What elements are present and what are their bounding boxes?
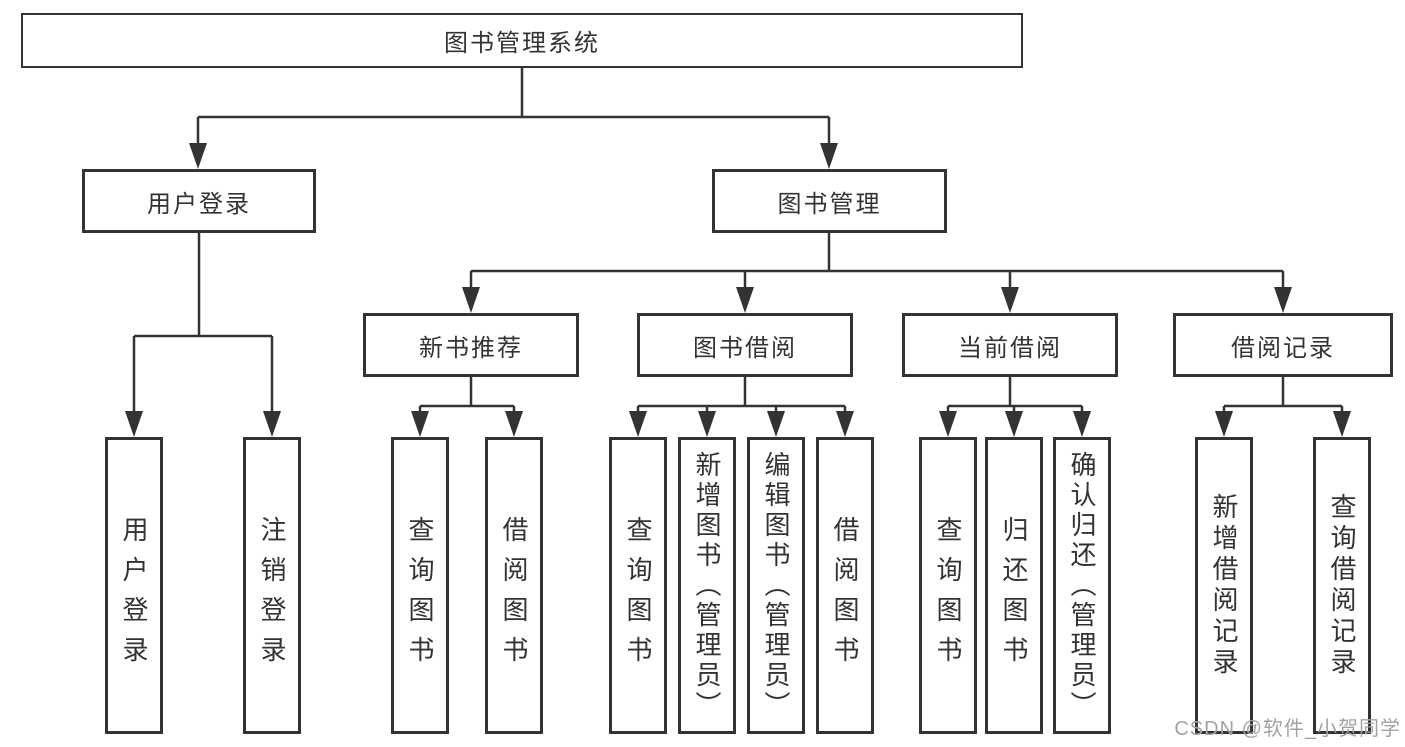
node-label: 借阅图书 bbox=[830, 515, 860, 676]
node-label: 归还图书 bbox=[999, 515, 1029, 676]
leaf-query-borrow-record: 查询借阅记录 bbox=[1313, 437, 1371, 734]
leaf-query-books-recommend: 查询图书 bbox=[391, 437, 449, 734]
leaf-user-login: 用户登录 bbox=[105, 437, 163, 734]
arrowheads bbox=[125, 143, 1351, 437]
node-label: 查询图书 bbox=[623, 515, 653, 676]
node-label: 查询图书 bbox=[933, 515, 963, 676]
node-label: 新增图书（管理员） bbox=[692, 450, 722, 721]
node-label: 编辑图书（管理员） bbox=[761, 450, 791, 721]
leaf-borrow-books-recommend: 借阅图书 bbox=[485, 437, 543, 734]
node-label: 借阅记录 bbox=[1231, 334, 1335, 362]
csdn-watermark: CSDN @软件_小贺同学 bbox=[1174, 718, 1401, 740]
node-label: 图书管理系统 bbox=[444, 30, 600, 57]
node-label: 确认归还（管理员） bbox=[1067, 450, 1097, 721]
node-user-login: 用户登录 bbox=[82, 169, 316, 233]
node-book-borrowing: 图书借阅 bbox=[637, 313, 853, 377]
leaf-add-book-admin: 新增图书（管理员） bbox=[678, 437, 736, 734]
node-current-borrowing: 当前借阅 bbox=[902, 313, 1118, 377]
node-library-management-system: 图书管理系统 bbox=[21, 13, 1023, 68]
node-label: 用户登录 bbox=[119, 515, 149, 676]
node-new-book-recommendation: 新书推荐 bbox=[363, 313, 579, 377]
leaf-confirm-return-admin: 确认归还（管理员） bbox=[1053, 437, 1111, 734]
node-book-management: 图书管理 bbox=[712, 169, 947, 233]
leaf-logout: 注销登录 bbox=[243, 437, 301, 734]
node-borrowing-records: 借阅记录 bbox=[1173, 313, 1393, 377]
node-label: 查询图书 bbox=[405, 515, 435, 676]
leaf-add-borrow-record: 新增借阅记录 bbox=[1195, 437, 1253, 734]
node-label: 注销登录 bbox=[257, 515, 287, 676]
node-label: 查询借阅记录 bbox=[1327, 492, 1357, 679]
node-label: 借阅图书 bbox=[499, 515, 529, 676]
leaf-return-book: 归还图书 bbox=[985, 437, 1043, 734]
leaf-edit-book-admin: 编辑图书（管理员） bbox=[747, 437, 805, 734]
node-label: 新书推荐 bbox=[419, 334, 523, 362]
node-label: 图书借阅 bbox=[693, 334, 797, 362]
node-label: 新增借阅记录 bbox=[1209, 492, 1239, 679]
node-label: 图书管理 bbox=[777, 190, 882, 218]
node-label: 用户登录 bbox=[147, 190, 251, 218]
leaf-query-books-current: 查询图书 bbox=[919, 437, 977, 734]
leaf-query-books-borrowing: 查询图书 bbox=[609, 437, 667, 734]
node-label: 当前借阅 bbox=[958, 334, 1062, 362]
leaf-borrow-books-borrowing: 借阅图书 bbox=[816, 437, 874, 734]
